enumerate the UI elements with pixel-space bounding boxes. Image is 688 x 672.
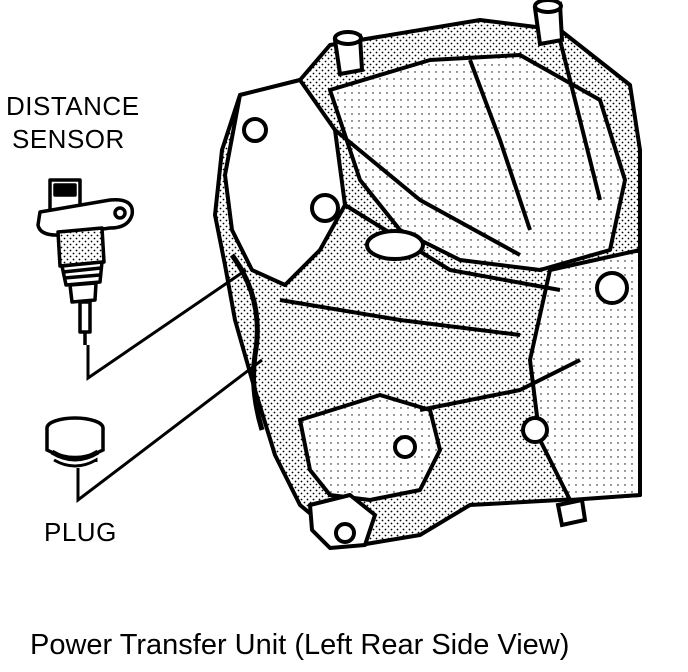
- sensor-bore: [229, 229, 425, 431]
- housing-bolt-holes: [242, 117, 629, 544]
- sensor-leader-line: [86, 268, 247, 381]
- plug-leader-line: [76, 358, 263, 504]
- figure-caption: Power Transfer Unit (Left Rear Side View…: [30, 629, 570, 661]
- plug-illustration: [45, 416, 105, 468]
- housing-studs: [332, 0, 588, 528]
- power-transfer-unit-housing: [213, 18, 642, 550]
- distance-sensor-illustration: [36, 178, 135, 345]
- distance-sensor-label-line2: SENSOR: [12, 124, 125, 154]
- distance-sensor-label-line1: DISTANCE: [6, 91, 140, 121]
- plug-label: PLUG: [44, 517, 117, 547]
- leader-lines: [76, 268, 263, 504]
